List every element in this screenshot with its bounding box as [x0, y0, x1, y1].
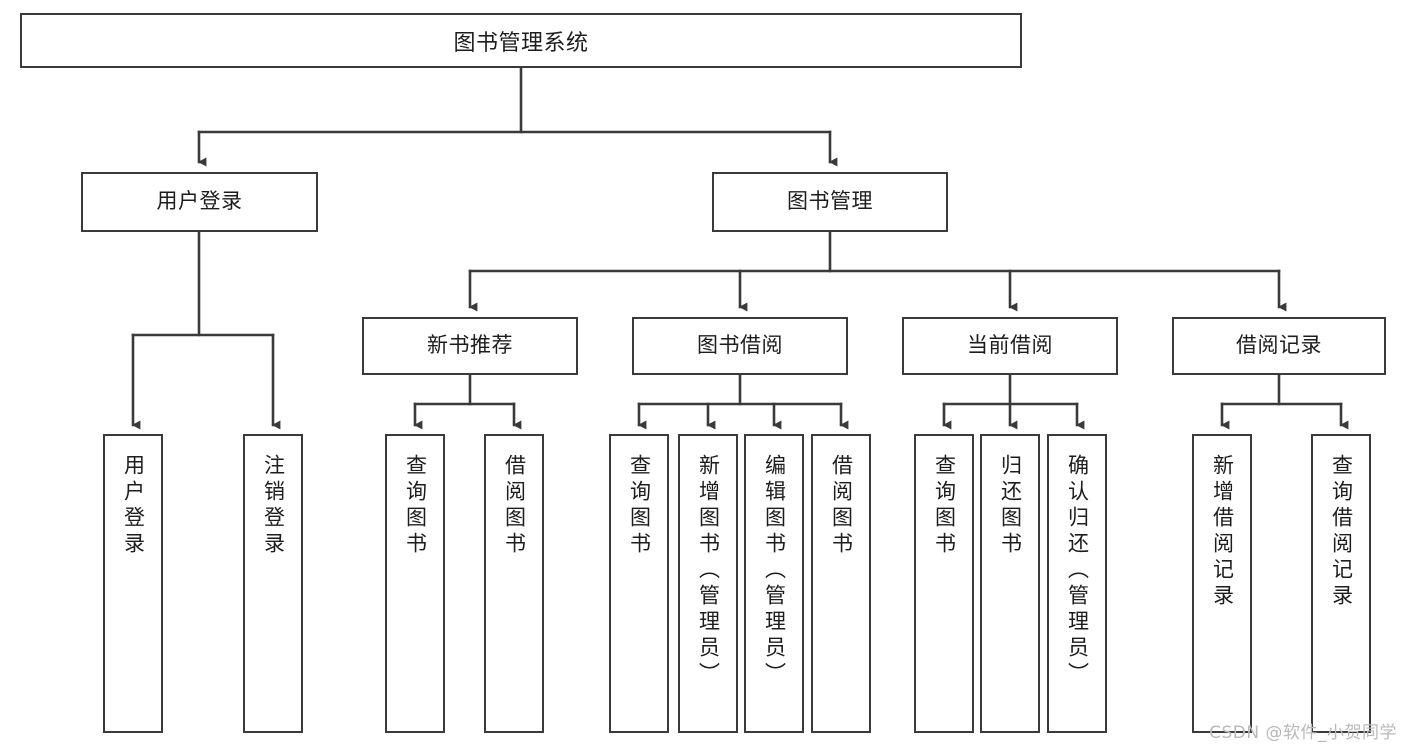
leaf-add-book-admin[interactable]: 新增图书（管理员）	[678, 434, 738, 733]
node-label: 借阅图书	[502, 454, 527, 558]
node-current-borrow[interactable]: 当前借阅	[902, 317, 1118, 375]
node-new-book-recommend[interactable]: 新书推荐	[362, 317, 578, 375]
node-label: 归还图书	[998, 454, 1023, 558]
node-label: 当前借阅	[967, 333, 1053, 358]
node-label: 借阅图书	[829, 454, 854, 558]
leaf-query-book-3[interactable]: 查询图书	[914, 434, 974, 733]
node-label: 用户登录	[121, 454, 146, 558]
node-user-login[interactable]: 用户登录	[81, 172, 318, 232]
csdn-watermark: CSDN @软件_小贺同学	[1209, 723, 1397, 743]
node-label: 注销登录	[261, 454, 286, 558]
node-label: 新增借阅记录	[1210, 454, 1235, 610]
node-label: 图书借阅	[697, 333, 783, 358]
node-root-book-management-system[interactable]: 图书管理系统	[20, 13, 1022, 68]
node-label: 查询图书	[932, 454, 957, 558]
node-label: 新增图书（管理员）	[696, 454, 721, 688]
node-label: 确认归还（管理员）	[1065, 454, 1090, 688]
node-label: 查询图书	[403, 454, 428, 558]
node-label: 用户登录	[156, 189, 243, 214]
node-borrow-record[interactable]: 借阅记录	[1172, 317, 1386, 375]
leaf-edit-book-admin[interactable]: 编辑图书（管理员）	[744, 434, 804, 733]
node-label: 编辑图书（管理员）	[762, 454, 787, 688]
leaf-user-login[interactable]: 用户登录	[103, 434, 163, 733]
leaf-borrow-book-1[interactable]: 借阅图书	[484, 434, 544, 733]
leaf-query-borrow-record[interactable]: 查询借阅记录	[1311, 434, 1371, 733]
node-label: 查询图书	[627, 454, 652, 558]
leaf-borrow-book-2[interactable]: 借阅图书	[811, 434, 871, 733]
node-book-manage[interactable]: 图书管理	[712, 172, 948, 232]
leaf-return-book[interactable]: 归还图书	[980, 434, 1040, 733]
node-label: 图书管理系统	[453, 30, 589, 56]
leaf-query-book-2[interactable]: 查询图书	[609, 434, 669, 733]
leaf-query-book-1[interactable]: 查询图书	[385, 434, 445, 733]
node-label: 借阅记录	[1236, 333, 1322, 358]
leaf-confirm-return-admin[interactable]: 确认归还（管理员）	[1047, 434, 1107, 733]
node-book-borrow[interactable]: 图书借阅	[632, 317, 848, 375]
node-label: 新书推荐	[427, 333, 513, 358]
leaf-logout-login[interactable]: 注销登录	[243, 434, 303, 733]
node-label: 查询借阅记录	[1329, 454, 1354, 610]
node-label: 图书管理	[787, 189, 873, 214]
leaf-add-borrow-record[interactable]: 新增借阅记录	[1192, 434, 1252, 733]
